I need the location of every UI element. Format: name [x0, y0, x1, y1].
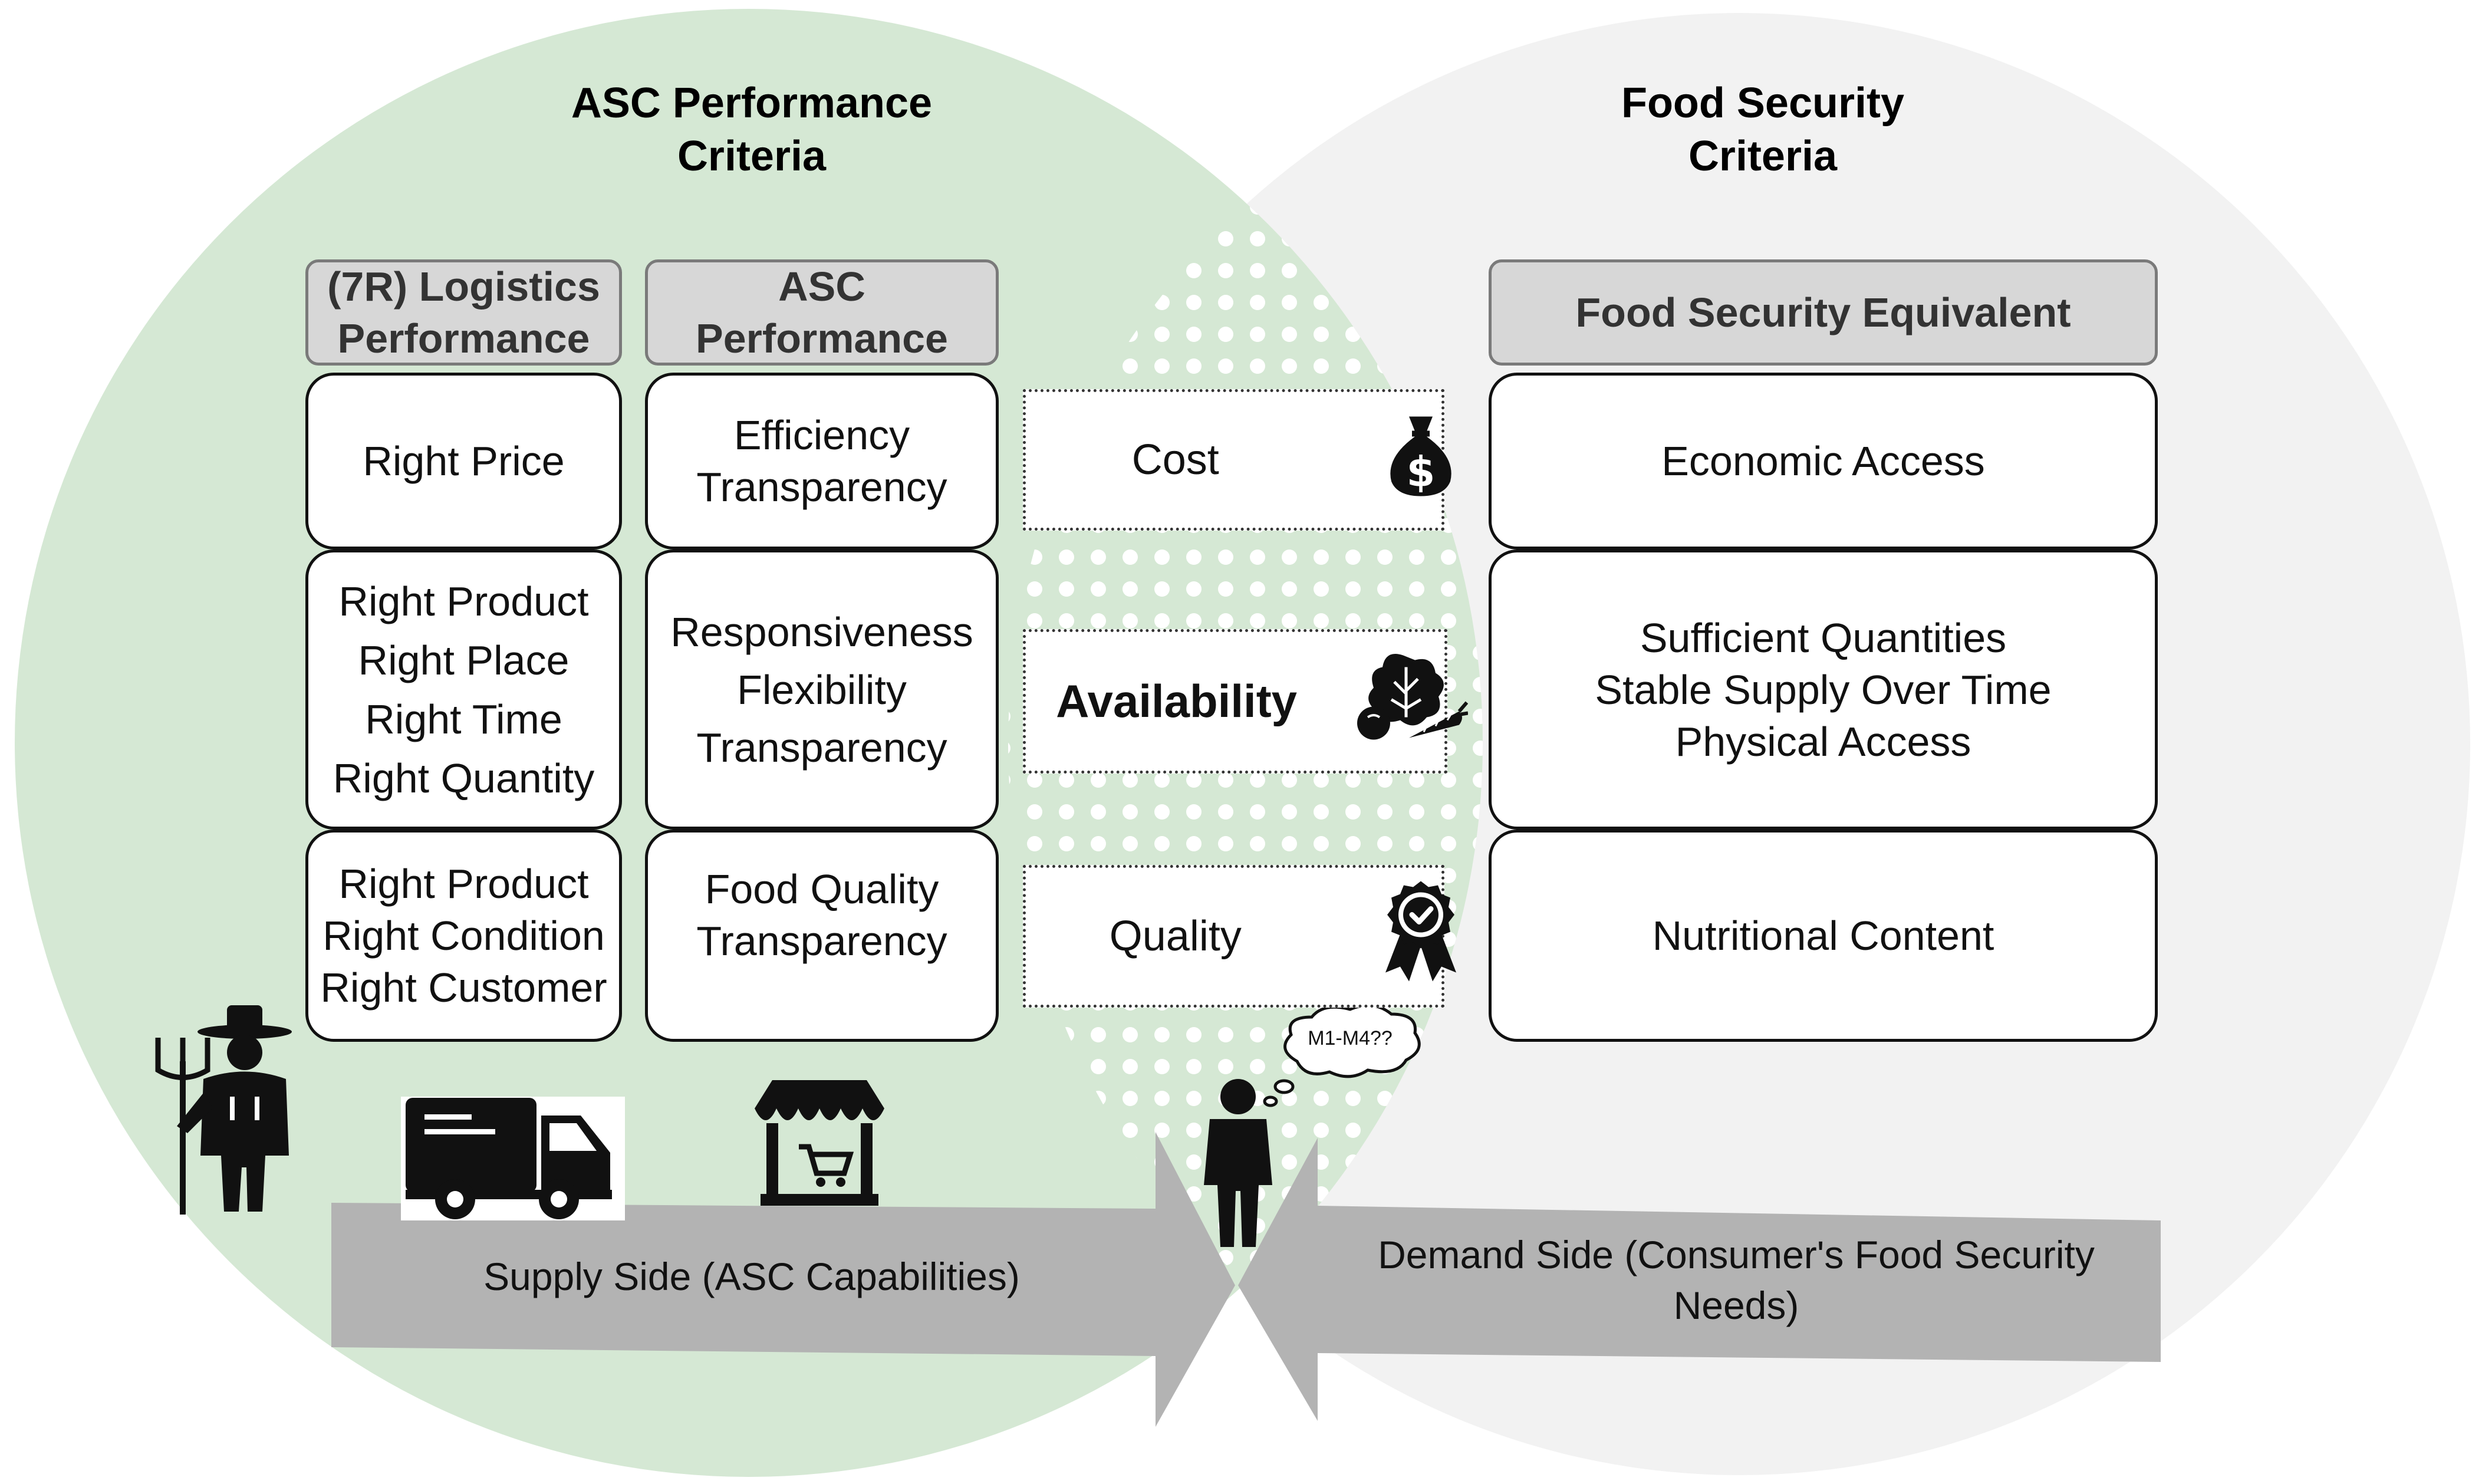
- food-security-equivalent-header: Food Security Equivalent: [1489, 259, 2158, 366]
- availability-criterion: Availability: [1023, 629, 1469, 774]
- farmer-icon: [155, 1005, 292, 1215]
- truck-icon: [401, 1097, 625, 1220]
- vegetables-icon: [1350, 643, 1469, 759]
- quality-badge-icon: [1377, 878, 1465, 995]
- asc-cell-food-quality: Food Quality Transparency: [645, 830, 999, 1042]
- quality-label: Quality: [1109, 913, 1242, 960]
- logistics-cell-price: Right Price: [305, 373, 622, 549]
- money-bag-icon: $: [1383, 411, 1459, 509]
- food-security-criteria-title: Food Security Criteria: [1621, 80, 1905, 180]
- supply-side-label: Supply Side (ASC Capabilities): [483, 1255, 1020, 1298]
- asc-cell-efficiency: Efficiency Transparency: [645, 373, 999, 549]
- cost-criterion: Cost $: [1023, 389, 1451, 531]
- consumer-icon: [1204, 1079, 1272, 1247]
- overlap-dot-pattern: [1008, 13, 1483, 1475]
- svg-text:$: $: [1407, 448, 1436, 496]
- demand-side-arrow: [1238, 1138, 2161, 1421]
- quality-criterion: Quality: [1023, 865, 1456, 1008]
- logistics-cell-product-condition-customer: Right Product Right Condition Right Cust…: [305, 830, 622, 1042]
- food-security-cell-nutritional-content: Nutritional Content: [1489, 830, 2158, 1042]
- market-stall-icon: [755, 1080, 884, 1206]
- asc-performance-header: ASC Performance: [645, 259, 999, 366]
- asc-performance-criteria-title: ASC Performance Criteria: [571, 80, 933, 180]
- cost-label: Cost: [1131, 436, 1219, 483]
- food-security-cell-availability: Sufficient Quantities Stable Supply Over…: [1489, 549, 2158, 830]
- logistics-cell-product-place-time-quantity: Right Product Right Place Right Time Rig…: [305, 549, 622, 830]
- logistics-performance-header: (7R) Logistics Performance: [305, 259, 622, 366]
- thought-bubble-text: M1-M4??: [1308, 1027, 1393, 1049]
- thought-bubble: [1263, 1003, 1421, 1107]
- demand-side-label: Demand Side (Consumer's Food Security Ne…: [1378, 1233, 2095, 1327]
- availability-label: Availability: [1056, 675, 1298, 727]
- asc-cell-responsiveness: Responsiveness Flexibility Transparency: [645, 549, 999, 830]
- food-security-cell-economic-access: Economic Access: [1489, 373, 2158, 549]
